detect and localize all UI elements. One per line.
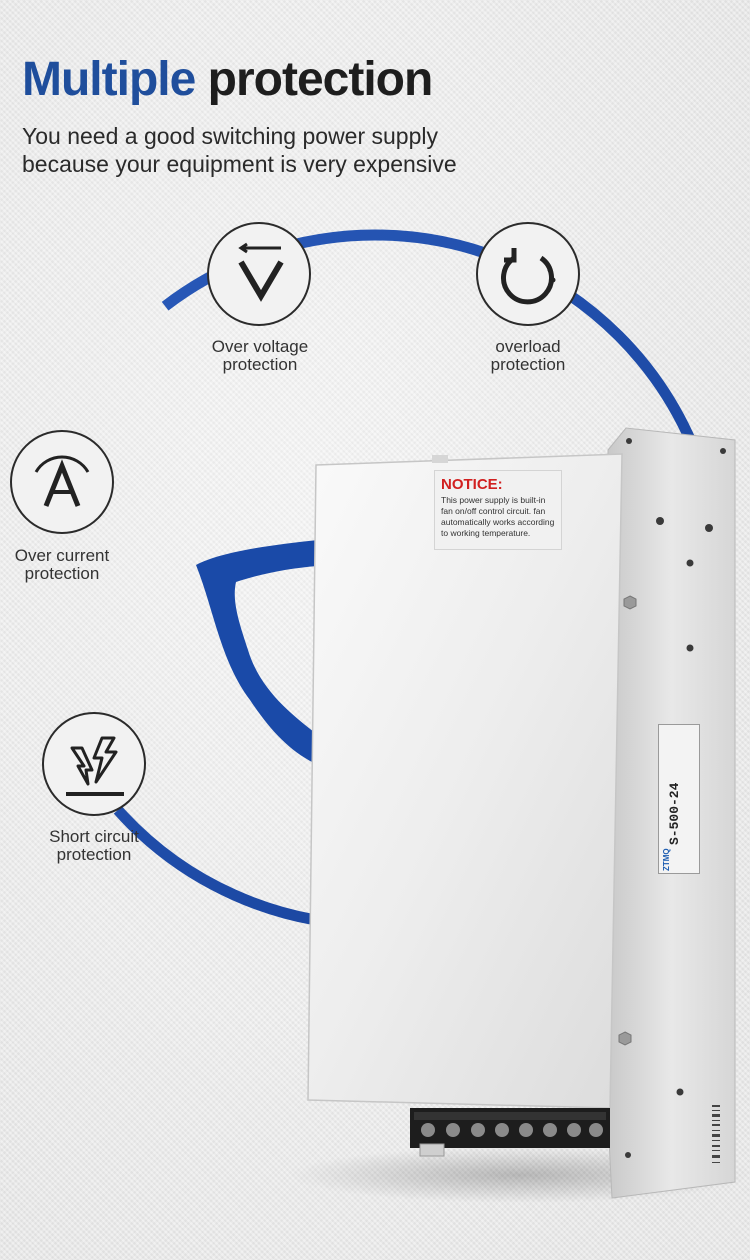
subtitle: You need a good switching power supply b… (22, 122, 457, 178)
subtitle-line-2: because your equipment is very expensive (22, 151, 457, 177)
subtitle-line-1: You need a good switching power supply (22, 123, 438, 149)
over-current-icon (10, 430, 114, 534)
psu-front-cover (307, 453, 623, 1109)
overload-icon (476, 222, 580, 326)
short-circuit-label: Short circuit protection (49, 827, 139, 864)
notice-sticker: NOTICE: This power supply is built-in fa… (434, 470, 562, 550)
notice-title: NOTICE: (441, 476, 503, 493)
product-spec-label: S-500-24 ZTMQ (658, 724, 700, 874)
over-voltage-icon (207, 222, 311, 326)
title-word-protection: protection (207, 53, 434, 106)
psu-terminal-block (410, 1108, 610, 1157)
over-current-label: Over current protection (14, 546, 110, 583)
short-circuit-icon (42, 712, 146, 816)
psu-barcode (712, 1105, 720, 1163)
psu-mounting-holes (625, 438, 726, 1158)
page-title: Multiple protection (22, 52, 434, 107)
psu-top-tab (432, 455, 448, 463)
model-number: S-500-24 (667, 782, 682, 845)
shield-shape (196, 540, 318, 765)
psu-screws (618, 595, 637, 1046)
brand-name: ZTMQ (662, 848, 671, 871)
over-voltage-label: Over voltage protection (211, 337, 309, 374)
overload-label: overload protection (490, 337, 566, 374)
title-word-multiple: Multiple (22, 53, 196, 106)
notice-text: This power supply is built-in fan on/off… (441, 495, 555, 538)
